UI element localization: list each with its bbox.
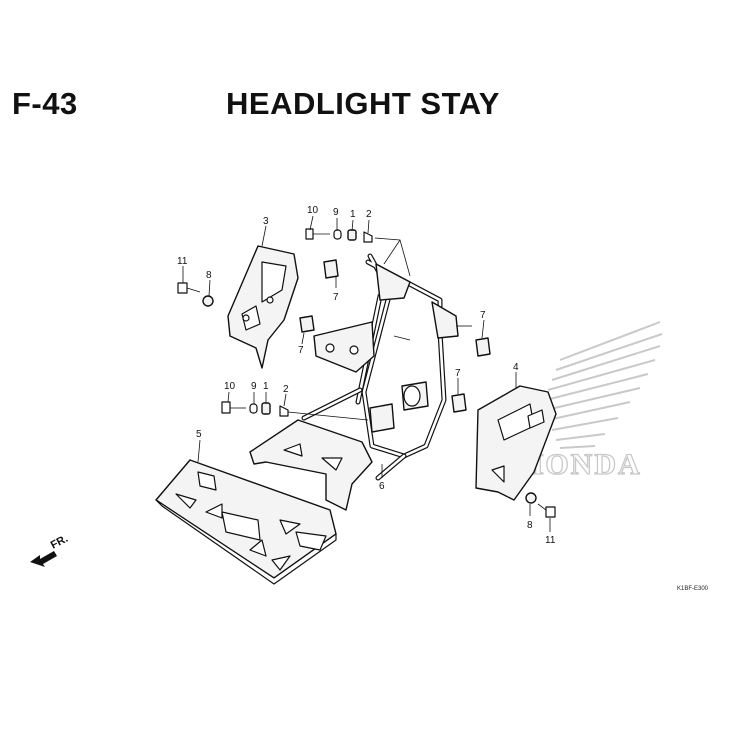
lower-fastener-set (221, 401, 289, 417)
callout-10-lower: 10 (224, 381, 236, 392)
page-title: HEADLIGHT STAY (226, 86, 500, 121)
leader-lines (182, 215, 551, 532)
left-bracket-part (227, 245, 299, 369)
callout-2-upper: 2 (366, 209, 372, 220)
front-direction-label: FR. (49, 533, 70, 552)
headlight-stay-frame-part (249, 253, 472, 511)
callout-9-lower: 9 (251, 381, 257, 392)
callout-11-left: 11 (177, 256, 188, 267)
lower-plate-part (155, 459, 337, 585)
callout-8-left: 8 (206, 270, 212, 281)
grommet-right-upper (475, 337, 491, 357)
grommet-top (323, 259, 339, 279)
right-bolt-set (525, 492, 556, 518)
callout-1-lower: 1 (263, 381, 269, 392)
callout-6: 6 (379, 481, 385, 492)
reference-code: K1BF-E300 (677, 586, 709, 592)
callout-7-left: 7 (298, 345, 304, 356)
callout-7-right-upper: 7 (480, 310, 486, 321)
callout-8-right: 8 (527, 520, 533, 531)
callout-5: 5 (196, 429, 202, 440)
callout-1-upper: 1 (350, 209, 356, 220)
grommet-left (299, 315, 315, 333)
callout-11-right: 11 (545, 535, 556, 546)
honda-wing-watermark (545, 321, 663, 449)
callout-3: 3 (263, 216, 269, 227)
callout-4: 4 (513, 362, 519, 373)
front-direction-arrow-icon (30, 551, 57, 567)
left-bolt-set (177, 282, 214, 307)
callout-9-upper: 9 (333, 207, 339, 218)
callout-2-lower: 2 (283, 384, 289, 395)
callout-7-top: 7 (333, 292, 339, 303)
grommet-right-lower (451, 393, 467, 413)
upper-fastener-set (305, 228, 373, 243)
figure-code: F-43 (12, 86, 78, 121)
right-bracket-part (475, 385, 557, 501)
callout-10-upper: 10 (307, 205, 319, 216)
callout-7-right-lower: 7 (455, 368, 461, 379)
